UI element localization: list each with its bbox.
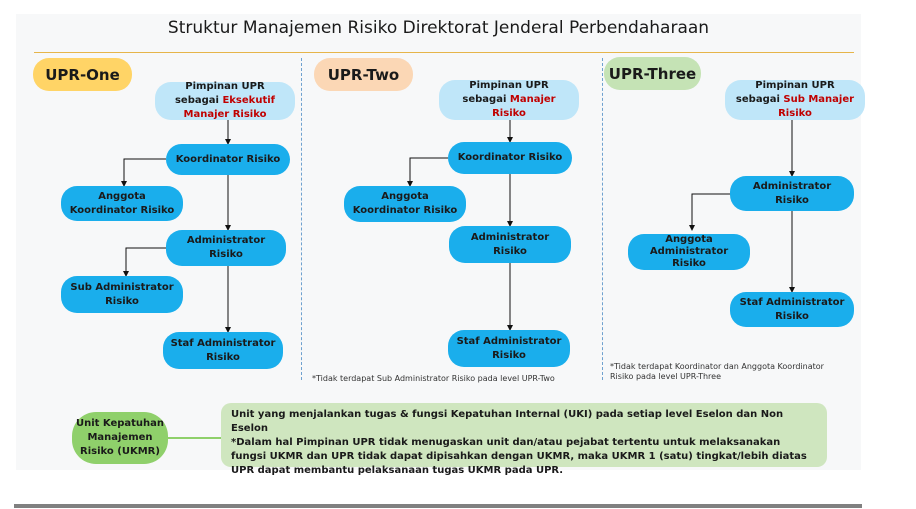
node-anggota-administrator-three: Anggota Administrator Risiko <box>628 234 750 270</box>
title-underline <box>34 52 854 53</box>
ukmr-text: Risiko (UKMR) <box>80 446 160 457</box>
bottom-bar <box>14 504 862 508</box>
node-text: Pimpinan UPR <box>185 81 265 92</box>
node-koordinator-risiko-two: Koordinator Risiko <box>448 142 572 174</box>
ukmr-description-text: *Dalam hal Pimpinan UPR tidak menugaskan… <box>231 437 807 476</box>
ukmr-label: Unit Kepatuhan Manajemen Risiko (UKMR) <box>72 412 168 464</box>
node-text: Risiko <box>775 310 809 322</box>
arrow-admin-to-subadmin-one <box>123 247 166 277</box>
arrow-koordinator-to-anggota-two <box>407 157 448 187</box>
node-staf-administrator-three: Staf Administrator Risiko <box>730 292 854 327</box>
diagram-title: Struktur Manajemen Risiko Direktorat Jen… <box>167 18 710 38</box>
node-koordinator-risiko-one: Koordinator Risiko <box>166 144 290 175</box>
node-text-highlight: Manajer <box>509 94 556 105</box>
note-text: *Tidak terdapat Koordinator dan Anggota … <box>610 362 824 371</box>
node-text-highlight: Risiko <box>492 108 526 119</box>
node-text: sebagai <box>174 95 223 106</box>
node-pimpinan-upr-three: Pimpinan UPR sebagai Sub Manajer Risiko <box>725 80 865 120</box>
node-text: Sub Administrator <box>70 281 174 293</box>
node-text: Administrator <box>752 180 832 192</box>
node-text: sebagai Eksekutif <box>175 94 275 108</box>
upr-one-label: UPR-One <box>33 58 132 91</box>
node-text: Koordinator Risiko <box>69 204 175 216</box>
node-anggota-koordinator-one: Anggota Koordinator Risiko <box>61 186 183 221</box>
ukmr-description-text: Unit yang menjalankan tugas & fungsi Kep… <box>231 409 784 434</box>
ukmr-text: Manajemen <box>87 432 153 443</box>
node-text: Pimpinan UPR <box>755 80 835 91</box>
node-text: Pimpinan UPR <box>469 80 549 91</box>
arrow-admin-to-anggota-three <box>689 193 730 231</box>
node-pimpinan-upr-one: Pimpinan UPR sebagai Eksekutif Manajer R… <box>155 81 295 120</box>
column-divider-2 <box>602 58 603 380</box>
node-text: Koordinator Risiko <box>352 205 458 216</box>
ukmr-text: Unit Kepatuhan <box>75 418 165 429</box>
node-administrator-risiko-one: Administrator Risiko <box>166 230 286 266</box>
node-administrator-risiko-two: Administrator Risiko <box>449 226 571 263</box>
node-text: Risiko <box>206 351 240 363</box>
node-text: Anggota <box>98 190 146 202</box>
ukmr-description: Unit yang menjalankan tugas & fungsi Kep… <box>221 403 827 476</box>
node-staf-administrator-one: Staf Administrator Risiko <box>163 332 283 369</box>
node-staf-administrator-two: Staf Administrator Risiko <box>448 330 570 367</box>
note-upr-two: *Tidak terdapat Sub Administrator Risiko… <box>312 374 555 383</box>
node-text: Staf Administrator <box>170 337 276 349</box>
slide: Struktur Manajemen Risiko Direktorat Jen… <box>16 14 865 476</box>
note-text: Risiko pada level UPR-Three <box>610 372 722 381</box>
node-text: Risiko <box>105 295 139 307</box>
node-text-highlight: Sub Manajer <box>783 94 855 105</box>
upr-two-label: UPR-Two <box>314 58 413 91</box>
ukmr-connector <box>168 437 221 439</box>
node-text: sebagai Manajer <box>462 93 555 107</box>
node-sub-administrator-one: Sub Administrator Risiko <box>61 276 183 313</box>
upr-three-label: UPR-Three <box>604 57 701 90</box>
node-text: Anggota <box>665 234 713 245</box>
node-text: Anggota <box>381 191 429 202</box>
node-text-highlight: Manajer Risiko <box>183 109 267 120</box>
node-text: Staf Administrator <box>456 335 562 347</box>
column-divider-1 <box>301 58 302 380</box>
node-text: Administrator <box>649 246 729 257</box>
node-text: Administrator <box>470 231 550 243</box>
node-anggota-koordinator-two: Anggota Koordinator Risiko <box>344 186 466 222</box>
node-text: Risiko <box>775 194 809 206</box>
node-text: Administrator <box>186 235 266 246</box>
node-administrator-risiko-three: Administrator Risiko <box>730 176 854 211</box>
node-text: Risiko <box>672 258 706 269</box>
node-pimpinan-upr-two: Pimpinan UPR sebagai Manajer Risiko <box>439 80 579 120</box>
arrow-koordinator-to-anggota-one <box>121 158 166 187</box>
node-text: Staf Administrator <box>739 296 845 308</box>
node-text: Risiko <box>493 245 527 257</box>
node-text: Risiko <box>492 349 526 361</box>
note-upr-three: *Tidak terdapat Koordinator dan Anggota … <box>610 362 824 382</box>
connector-lines <box>121 118 795 333</box>
node-text: sebagai <box>735 94 784 105</box>
node-text: sebagai <box>462 94 510 105</box>
node-text: Risiko <box>209 249 243 260</box>
node-text-highlight: Risiko <box>778 108 812 119</box>
node-text-highlight: Eksekutif <box>222 95 275 106</box>
node-text: sebagai Sub Manajer <box>736 93 854 107</box>
